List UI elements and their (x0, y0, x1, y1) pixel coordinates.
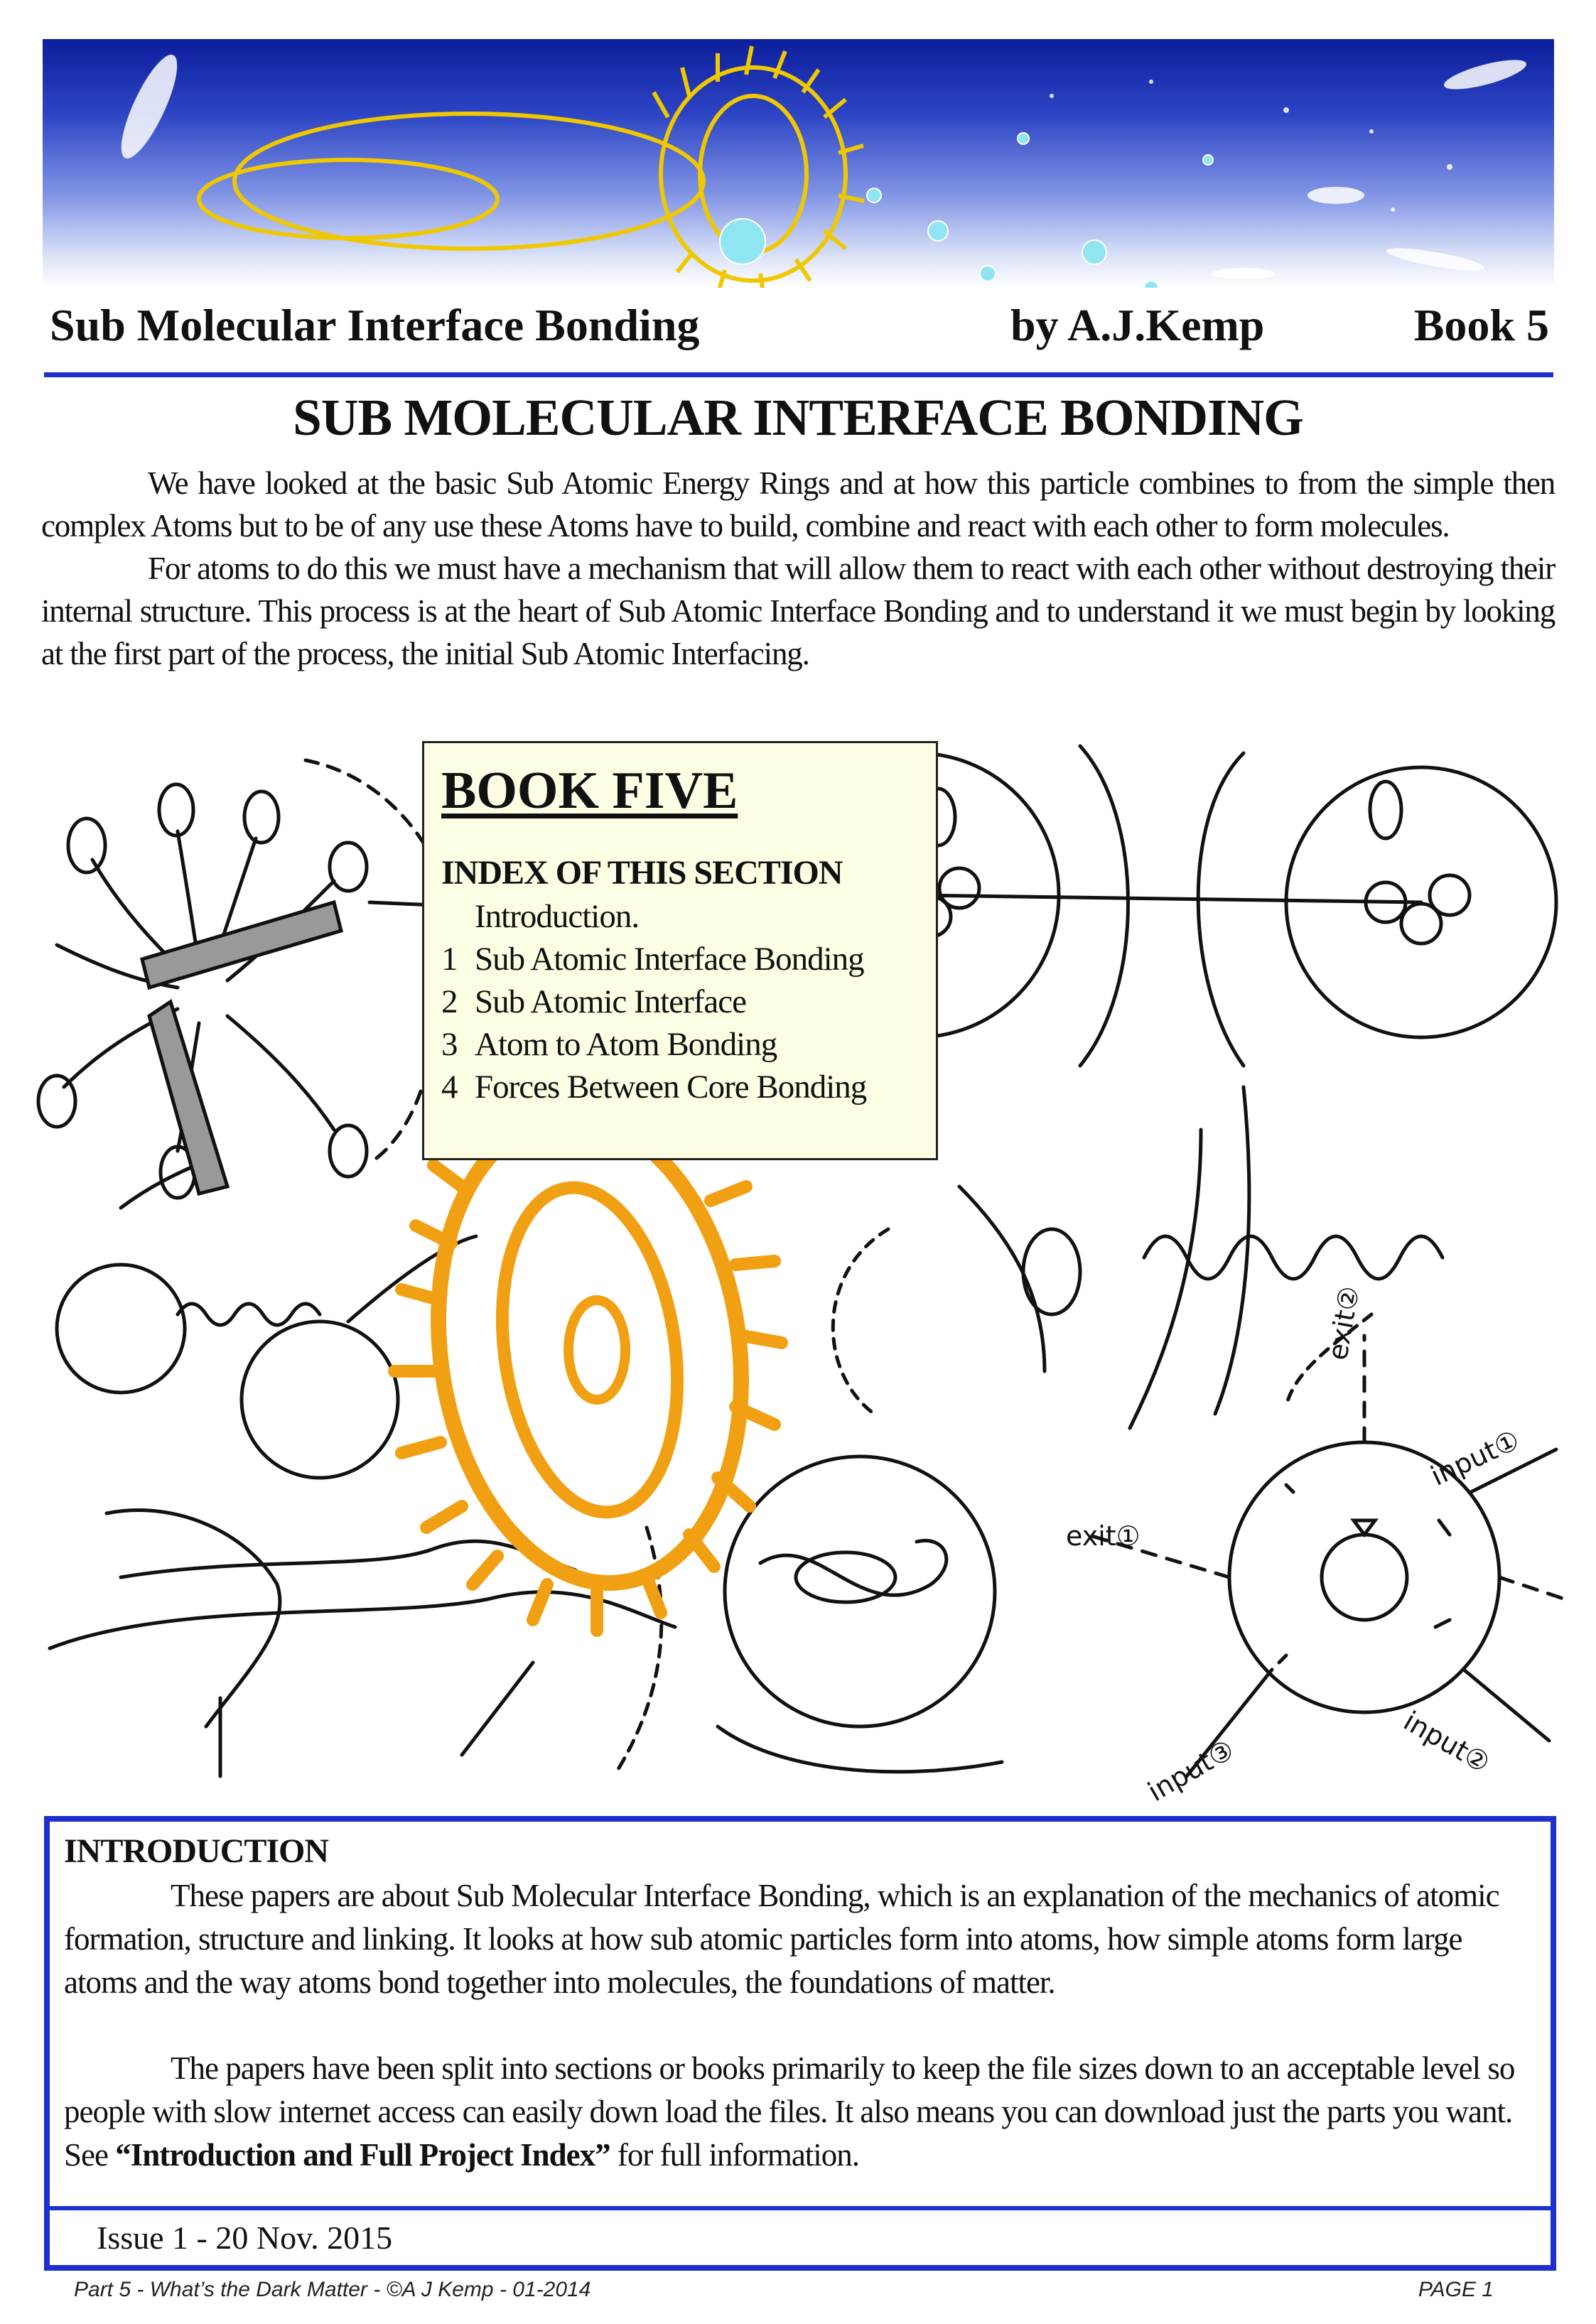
introduction-heading: INTRODUCTION (64, 1832, 329, 1870)
intro-paragraph-2: For atoms to do this we must have a mech… (41, 551, 1555, 671)
orbit-sketch (616, 1454, 1004, 1774)
header-row: Sub Molecular Interface Bonding by A.J.K… (50, 297, 1549, 354)
book-number: Book 5 (1413, 300, 1549, 350)
index-item[interactable]: Introduction. (475, 898, 640, 935)
book-index-box: BOOK FIVE INDEX OF THIS SECTION Introduc… (422, 741, 938, 1160)
footer-credit: Part 5 - What’s the Dark Matter - ©A J K… (74, 2278, 591, 2301)
header-divider (44, 372, 1553, 377)
index-book-title: BOOK FIVE (441, 762, 738, 820)
introduction-content: INTRODUCTION These papers are about Sub … (64, 1829, 1538, 2177)
galaxy-illustration (121, 45, 1527, 288)
hub-io-diagram (1085, 1312, 1563, 1778)
issue-divider (50, 2206, 1551, 2210)
intro-text: We have looked at the basic Sub Atomic E… (41, 462, 1555, 675)
project-index-reference: “Introduction and Full Project Index” (115, 2137, 610, 2173)
intro-paragraph-1: We have looked at the basic Sub Atomic E… (41, 465, 1555, 544)
exit-1-label: exit① (1066, 1520, 1141, 1552)
introduction-paragraph-1: These papers are about Sub Molecular Int… (64, 1878, 1500, 2000)
page-number: PAGE 1 (1418, 2278, 1494, 2301)
issue-date: Issue 1 - 20 Nov. 2015 (97, 2220, 393, 2256)
page-footer: Part 5 - What’s the Dark Matter - ©A J K… (0, 2278, 1596, 2306)
coil-sketch (831, 1085, 1445, 1430)
page-title: SUB MOLECULAR INTERFACE BONDING (293, 389, 1304, 446)
introduction-panel: INTRODUCTION These papers are about Sub … (44, 1816, 1556, 2271)
introduction-paragraph-2: The papers have been split into sections… (64, 2050, 1515, 2173)
index-section-heading: INDEX OF THIS SECTION (441, 854, 843, 892)
document-series-title: Sub Molecular Interface Bonding (50, 300, 700, 350)
spring-atom-sketch (48, 1263, 677, 1778)
author: by A.J.Kemp (1010, 300, 1265, 350)
header-banner-image (43, 39, 1554, 288)
